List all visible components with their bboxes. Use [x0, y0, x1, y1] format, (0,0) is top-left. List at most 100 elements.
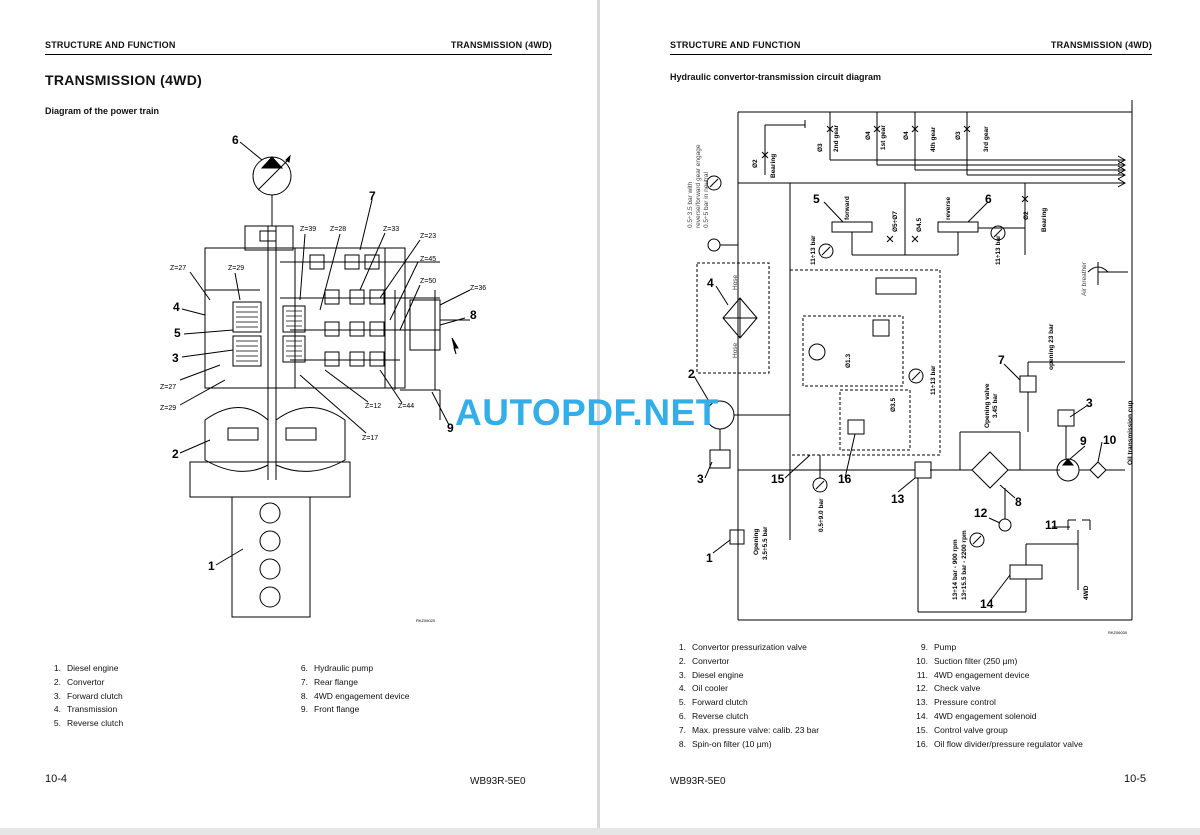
legend-item: 6.Hydraulic pump	[300, 663, 374, 673]
pressure-label: 3.45 bar	[992, 393, 999, 418]
left-header-rule	[45, 54, 552, 55]
gear-line-label: 1st gear	[880, 125, 887, 150]
orifice-label: Ø2	[1023, 211, 1030, 220]
legend-item: 4.Transmission	[53, 704, 118, 715]
gear-line-label: 4th gear	[930, 126, 937, 152]
pressure-note: reverse/forward gear engage	[695, 144, 702, 228]
right-legend-col1: 1.Convertor pressurization valve 2.Conve…	[672, 641, 819, 751]
gear-label: Z=36	[470, 285, 486, 292]
left-callout-5: 5	[174, 326, 181, 340]
legend-item: 16.Oil flow divider/pressure regulator v…	[916, 738, 1083, 749]
valve-label: Opening	[753, 529, 760, 555]
orifice-label: Ø4	[865, 131, 872, 140]
right-callout-10: 10	[1103, 433, 1117, 447]
legend-item: 8.Spin-on filter (10 µm)	[678, 738, 772, 749]
right-subtitle: Hydraulic convertor-transmission circuit…	[670, 72, 882, 82]
right-callout-3: 3	[1086, 396, 1093, 410]
left-callout-1: 1	[208, 559, 215, 573]
valve-label: opening 23 bar	[1048, 323, 1055, 370]
air-breather-label: Air breather	[1081, 261, 1088, 296]
right-callout-7: 7	[998, 353, 1005, 367]
gear-label: Z=17	[362, 435, 378, 442]
left-callout-6: 6	[232, 133, 239, 147]
left-page-number: 10-4	[45, 773, 68, 785]
right-header-chapter: TRANSMISSION (4WD)	[1050, 40, 1152, 50]
gear-line-label: 2nd gear	[833, 124, 840, 152]
right-page-number: 10-5	[1124, 773, 1147, 785]
oil-cup-label: Oil transmission cup	[1127, 401, 1134, 465]
right-callout-15: 15	[771, 472, 785, 486]
pressure-label: 0.5÷9.0 bar	[818, 498, 825, 532]
pressure-label: 13÷15.5 bar - 2200 rpm	[961, 530, 968, 600]
legend-item: 4.Oil cooler	[678, 683, 728, 694]
legend-item: 12.Check valve	[916, 683, 981, 694]
legend-item: 2.Convertor	[678, 655, 730, 666]
left-callout-9: 9	[447, 421, 454, 435]
left-legend-col1: 1.Diesel engine 2.Convertor 3.Forward cl…	[47, 662, 123, 731]
bearing-label: Bearing	[1041, 208, 1048, 232]
book-spine	[597, 0, 600, 835]
legend-item: 11.4WD engagement device	[916, 669, 1030, 680]
right-callout-5: 5	[813, 192, 820, 206]
gear-label: Z=45	[420, 256, 436, 263]
left-page: STRUCTURE AND FUNCTION TRANSMISSION (4WD…	[0, 0, 597, 835]
hydraulic-circuit-diagram: 5 6 4 7 2 3 10 9 3 15 16 13 8 12 11 1 14…	[687, 100, 1134, 635]
orifice-label: Ø3.5	[890, 398, 897, 412]
legend-item: 2.Convertor	[53, 676, 105, 687]
pressure-label: 13÷14 bar - 900 rpm	[952, 539, 959, 600]
right-callout-9: 9	[1080, 434, 1087, 448]
left-callout-7: 7	[369, 189, 376, 203]
left-model: WB93R-5E0	[470, 776, 526, 787]
bearing-label: Bearing	[770, 154, 777, 178]
bottom-scroll-edge	[0, 828, 1200, 835]
right-callout-6: 6	[985, 192, 992, 206]
right-callout-8: 8	[1015, 495, 1022, 509]
pressure-label: 11÷13 bar	[810, 235, 817, 265]
legend-item: 14.4WD engagement solenoid	[916, 710, 1037, 721]
legend-item: 5.Forward clutch	[678, 697, 748, 708]
figure-code: RKZ06020	[416, 618, 436, 623]
orifice-label: Ø3	[955, 131, 962, 140]
gear-label: Z=27	[160, 384, 176, 391]
legend-item: 7.Max. pressure valve: calib. 23 bar	[678, 724, 820, 735]
right-callout-14: 14	[980, 597, 994, 611]
pressure-label: 11÷13 bar	[995, 235, 1002, 265]
right-header-section: STRUCTURE AND FUNCTION	[670, 40, 801, 50]
valve-label: Opening valve	[984, 383, 991, 428]
gear-line-label: 3rd gear	[983, 126, 990, 152]
gear-label: Z=50	[420, 278, 436, 285]
legend-item: 10.Suction filter (250 µm)	[916, 655, 1018, 666]
orifice-label: Ø2	[752, 159, 759, 168]
pressure-note: 0.5÷5 bar in neutral	[703, 171, 710, 228]
page-title: TRANSMISSION (4WD)	[45, 72, 203, 88]
right-callout-4: 4	[707, 276, 714, 290]
gear-label: Z=33	[383, 226, 399, 233]
pressure-label: 3.5÷5.5 bar	[762, 526, 769, 560]
forward-label: forward	[844, 196, 851, 220]
hose-label: Hose	[732, 274, 739, 290]
legend-item: 3.Diesel engine	[678, 669, 744, 680]
orifice-label: Ø5÷Ø7	[892, 211, 899, 232]
left-callout-8: 8	[470, 308, 477, 322]
right-model: WB93R-5E0	[670, 776, 726, 787]
legend-item: 3.Forward clutch	[53, 690, 123, 701]
right-header-rule	[670, 54, 1152, 55]
legend-item: 9.Front flange	[300, 704, 360, 715]
orifice-label: Ø4.5	[916, 218, 923, 232]
left-legend-col2: 6.Hydraulic pump 7.Rear flange 8.4WD eng…	[294, 662, 410, 717]
right-callout-16: 16	[838, 472, 852, 486]
gear-label: Z=44	[398, 403, 414, 410]
legend-item: 13.Pressure control	[916, 697, 996, 708]
left-header-chapter: TRANSMISSION (4WD)	[450, 40, 552, 50]
hose-label: Hose	[732, 342, 739, 358]
gear-label: Z=29	[228, 265, 244, 272]
legend-item: 1.Diesel engine	[53, 663, 119, 673]
reverse-label: reverse	[945, 196, 952, 220]
right-callout-1: 1	[706, 551, 713, 565]
orifice-label: Ø4	[903, 131, 910, 140]
fourwd-label: 4WD	[1083, 585, 1090, 600]
orifice-label: Ø1.3	[845, 354, 852, 368]
legend-item: 8.4WD engagement device	[300, 690, 410, 701]
legend-item: 6.Reverse clutch	[678, 710, 749, 721]
power-train-diagram: 6 7 4 5 3 8 9 2 1 Z=39 Z=28 Z=33 Z=23 Z=…	[160, 133, 486, 623]
